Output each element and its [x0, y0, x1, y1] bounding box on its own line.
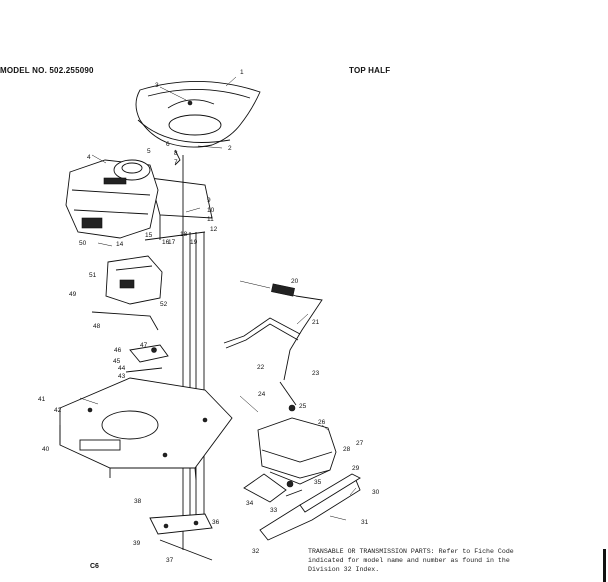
callout-20: 20	[291, 278, 299, 285]
callout-15: 15	[145, 232, 153, 239]
callout-49: 49	[69, 291, 77, 298]
engine-drawing	[65, 159, 159, 239]
note-line-2: indicated for model name and number as f…	[308, 557, 510, 564]
callout-30: 30	[372, 489, 380, 496]
callout-39: 39	[133, 540, 141, 547]
callout-9: 9	[207, 197, 211, 204]
callout-34: 34	[246, 500, 254, 507]
note-line-1: TRANSABLE OR TRANSMISSION PARTS: Refer t…	[308, 548, 514, 555]
callout-8: 8	[174, 150, 178, 157]
callout-16: 16	[162, 239, 170, 246]
section-title: TOP HALF	[349, 66, 391, 75]
reference-note: TRANSABLE OR TRANSMISSION PARTS: Refer t…	[308, 547, 608, 574]
seat-drawing	[135, 81, 261, 166]
steering-column-drawing	[144, 155, 213, 550]
callout-52: 52	[160, 301, 168, 308]
callout-51: 51	[89, 272, 97, 279]
callout-45: 45	[113, 358, 121, 365]
callout-42: 42	[54, 407, 62, 414]
callout-32: 32	[252, 548, 260, 555]
page-code: C6	[90, 563, 99, 570]
linkage-drawing	[125, 344, 169, 373]
callout-6: 6	[166, 141, 170, 148]
callout-1: 1	[240, 69, 244, 76]
callout-25: 25	[299, 403, 307, 410]
base-deck-drawing	[59, 377, 233, 481]
callout-4: 4	[87, 154, 91, 161]
callout-17: 17	[168, 239, 176, 246]
handle-drawing	[223, 283, 323, 381]
callout-37: 37	[166, 557, 174, 564]
callout-2: 2	[228, 145, 232, 152]
callout-27: 27	[356, 440, 364, 447]
callout-22: 22	[257, 364, 265, 371]
callout-31: 31	[361, 519, 369, 526]
callout-47: 47	[140, 342, 148, 349]
callout-3: 3	[155, 82, 159, 89]
callout-5: 5	[147, 148, 151, 155]
callout-40: 40	[42, 446, 50, 453]
callout-38: 38	[134, 498, 142, 505]
callout-10: 10	[207, 207, 215, 214]
callout-50: 50	[79, 240, 87, 247]
note-line-3: Division 32 Index.	[308, 566, 380, 573]
callout-28: 28	[343, 446, 351, 453]
callout-33: 33	[270, 507, 278, 514]
callout-41: 41	[38, 396, 46, 403]
callout-46: 46	[114, 347, 122, 354]
callout-35: 35	[314, 479, 322, 486]
transmission-drawing	[91, 255, 163, 331]
page-edge-bar	[603, 549, 606, 582]
callout-36: 36	[212, 519, 220, 526]
callout-19: 19	[190, 239, 198, 246]
callout-26: 26	[318, 419, 326, 426]
callout-43: 43	[118, 373, 126, 380]
model-number: MODEL NO. 502.255090	[0, 66, 94, 75]
callout-7: 7	[174, 159, 178, 166]
bottom-bracket-drawing	[149, 513, 213, 561]
callout-14: 14	[116, 241, 124, 248]
callout-24: 24	[258, 391, 266, 398]
callout-21: 21	[312, 319, 320, 326]
callout-44: 44	[118, 365, 126, 372]
callout-12: 12	[210, 226, 218, 233]
callout-23: 23	[312, 370, 320, 377]
callout-18: 18	[180, 231, 188, 238]
mount-assembly-drawing	[243, 381, 361, 541]
callout-29: 29	[352, 465, 360, 472]
callout-48: 48	[93, 323, 101, 330]
part-callouts: 1 2 3 4 5 6 7 8 9 10 11 12 14 15 16 17 1…	[38, 69, 380, 564]
leader-lines	[79, 76, 357, 521]
callout-11: 11	[207, 216, 214, 223]
